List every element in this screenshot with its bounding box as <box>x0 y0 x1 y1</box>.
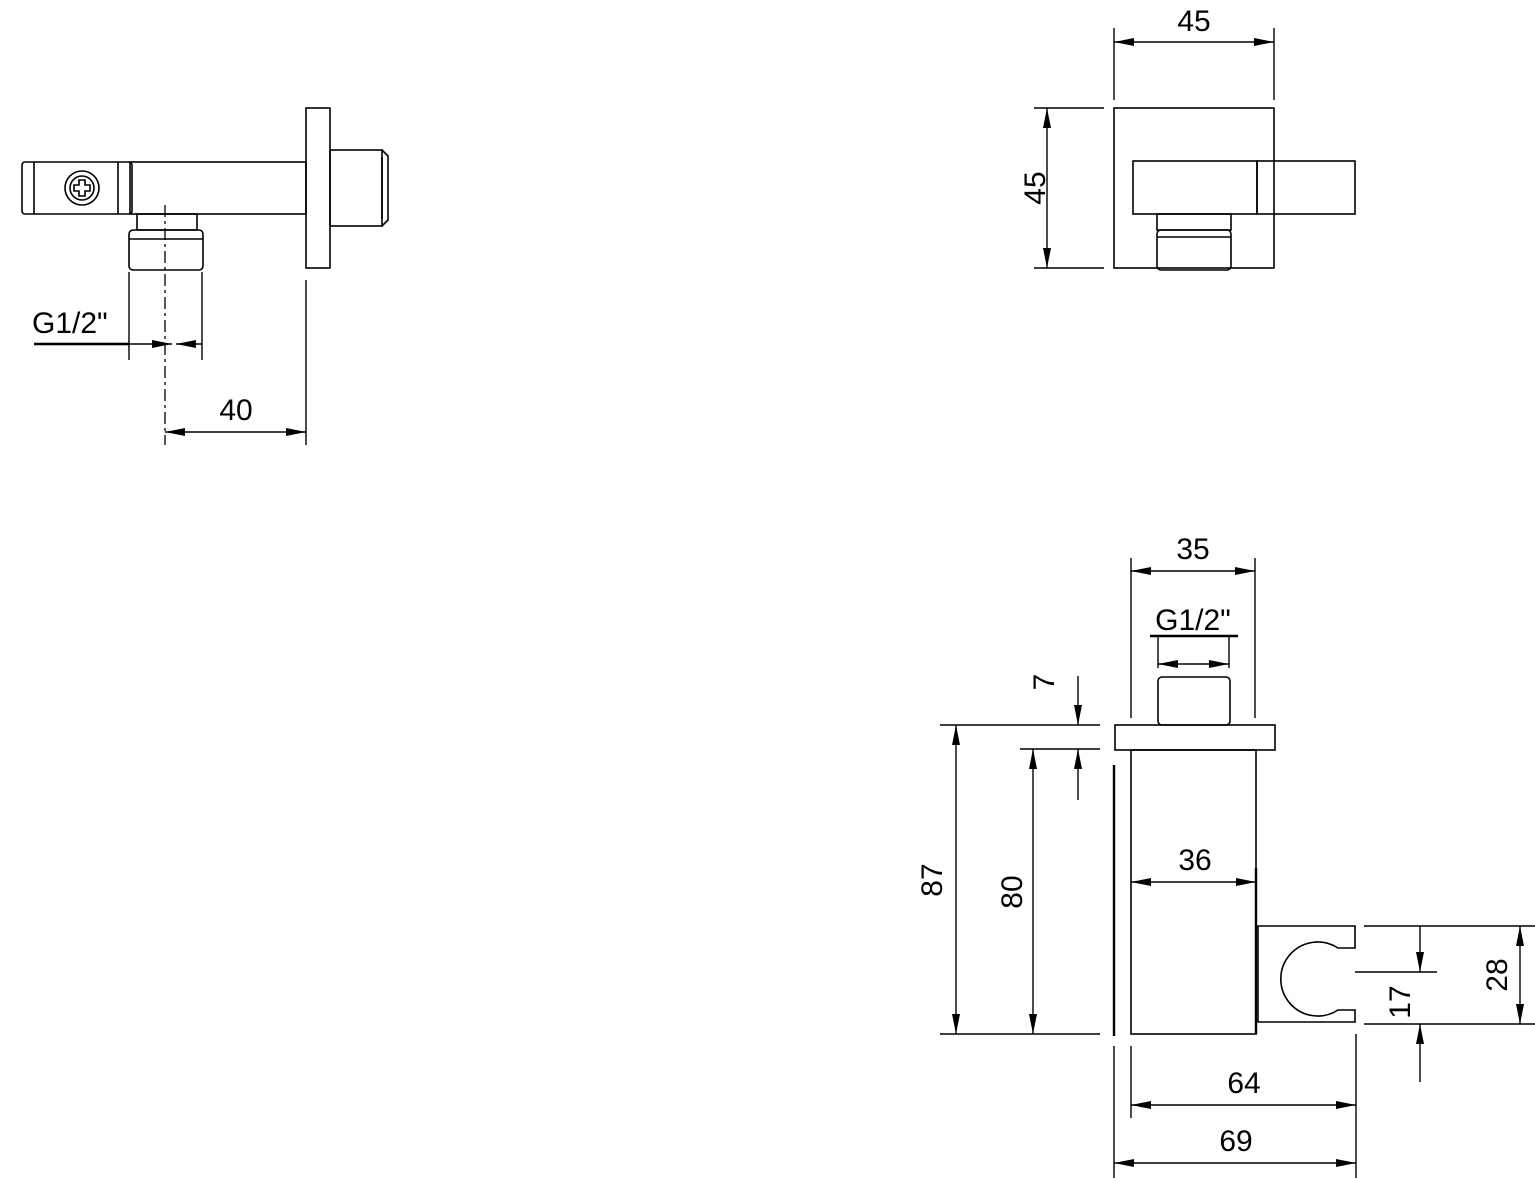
side-thread-label: G1/2" <box>32 307 108 340</box>
front-view: 35 G1/2" 7 87 80 36 17 28 64 69 <box>916 533 1535 1178</box>
screw-icon <box>64 170 100 206</box>
front-width-top-label: 35 <box>1176 533 1209 566</box>
top-width-label: 45 <box>1177 5 1210 38</box>
side-depth-label: 40 <box>219 394 252 427</box>
front-projection-total-label: 69 <box>1219 1125 1252 1158</box>
front-height-body-label: 80 <box>996 875 1029 908</box>
front-projection-body-label: 64 <box>1227 1067 1260 1100</box>
top-view: 45 45 <box>1019 5 1356 271</box>
front-height-total-label: 87 <box>916 863 949 896</box>
front-holder-center-label: 17 <box>1384 985 1417 1018</box>
front-thread-label: G1/2" <box>1155 604 1231 637</box>
front-nipple-label: 7 <box>1028 674 1061 691</box>
front-body-width-label: 36 <box>1178 844 1211 877</box>
front-holder-height-label: 28 <box>1481 958 1514 991</box>
top-height-label: 45 <box>1019 171 1052 204</box>
side-view: G1/2" 40 <box>21 107 389 445</box>
